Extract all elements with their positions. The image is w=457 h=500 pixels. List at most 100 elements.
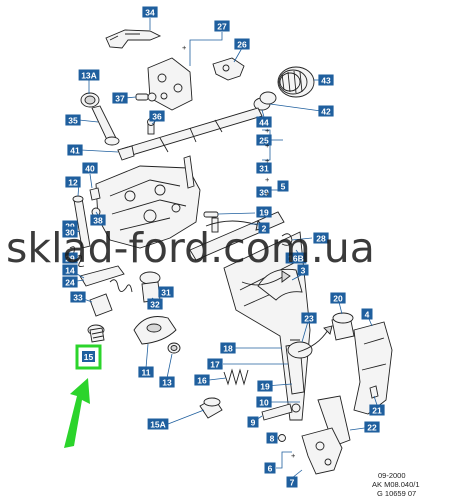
- callout-number: 5: [281, 182, 286, 192]
- callout-number: 16B: [288, 254, 304, 264]
- callout-26: 26: [234, 38, 250, 50]
- callout-5: 5: [277, 180, 289, 192]
- callout-number: 36: [152, 112, 162, 122]
- callout-number: 26: [237, 40, 247, 50]
- callout-3: 3: [297, 264, 309, 276]
- callout-13: 13: [159, 376, 175, 388]
- plus-marker: +: [265, 156, 270, 165]
- callout-11: 11: [138, 366, 154, 378]
- callout-31: 31: [256, 162, 272, 174]
- plus-marker: +: [182, 43, 187, 52]
- callout-box: [158, 286, 174, 298]
- callout-number: 16: [197, 376, 207, 386]
- callout-box: [149, 110, 165, 122]
- bracket-markers: + + + + + + +: [182, 43, 296, 460]
- callout-box: [62, 252, 78, 264]
- drawing-info: 09-2000 AK M08.040/1 G 10659 07: [372, 471, 420, 498]
- callout-14: 14: [62, 264, 78, 276]
- callout-44: 44: [256, 116, 272, 128]
- callout-box: [318, 74, 334, 86]
- callout-box: [214, 20, 230, 32]
- callout-box: [78, 69, 100, 81]
- callout-number: 11: [142, 368, 151, 378]
- callout-number: 24: [65, 278, 75, 288]
- callout-16: 16: [194, 374, 210, 386]
- callout-number: 4: [365, 310, 370, 320]
- callout-number: 6: [268, 464, 273, 474]
- callout-4: 4: [361, 308, 373, 320]
- callout-13A: 13A: [78, 69, 100, 81]
- callout-box: [257, 380, 273, 392]
- highlight-box: [75, 344, 102, 370]
- callout-box: [207, 358, 223, 370]
- callout-number: 15: [84, 352, 94, 362]
- callout-37: 37: [112, 92, 128, 104]
- callout-number: 10: [259, 398, 269, 408]
- callout-box: [264, 462, 276, 474]
- callout-box: [147, 298, 163, 310]
- green-arrow-icon: [64, 378, 90, 448]
- callout-20: 20: [330, 292, 346, 304]
- callout-38: 38: [90, 214, 106, 226]
- callout-12: 12: [65, 176, 81, 188]
- callout-box: [62, 220, 78, 232]
- callout-box: [286, 476, 298, 488]
- callout-19: 19: [257, 380, 273, 392]
- callout-box: [67, 144, 83, 156]
- callout-box: [247, 416, 259, 428]
- callout-43: 43: [318, 74, 334, 86]
- watermark-text: sklad-ford.com.ua: [6, 224, 375, 272]
- callout-24: 24: [62, 276, 78, 288]
- callout-28: 28: [313, 232, 329, 244]
- callout-box: [285, 252, 307, 264]
- callout-number: 9: [251, 418, 256, 428]
- callout-40: 40: [82, 162, 98, 174]
- plus-marker: +: [291, 451, 296, 460]
- callout-9: 9: [247, 416, 259, 428]
- plus-marker: +: [265, 175, 270, 184]
- callout-number: 13: [162, 378, 172, 388]
- callout-box: [258, 222, 270, 234]
- info-date: 09-2000: [378, 471, 406, 480]
- callout-number: 40: [85, 164, 95, 174]
- callout-box: [220, 342, 236, 354]
- callout-box: [82, 351, 95, 362]
- callout-box: [318, 105, 334, 117]
- callout-number: 17: [210, 360, 220, 370]
- callout-box: [364, 421, 380, 433]
- callout-box: [234, 38, 250, 50]
- callout-box: [301, 312, 317, 324]
- callout-box: [159, 376, 175, 388]
- callout-box: [313, 232, 329, 244]
- callout-box: [65, 114, 81, 126]
- callout-box: [62, 264, 78, 276]
- callout-number: 43: [321, 76, 331, 86]
- callout-number: 33: [73, 293, 83, 303]
- callout-box: [70, 291, 86, 303]
- callout-number: 39: [259, 188, 269, 198]
- callout-number: 18: [223, 344, 233, 354]
- callout-25: 25: [256, 134, 272, 146]
- callout-number: 12: [68, 178, 78, 188]
- callout-box: [330, 292, 346, 304]
- plus-marker: +: [265, 189, 270, 198]
- callout-number: 22: [367, 423, 377, 433]
- callout-box: [90, 214, 106, 226]
- callout-35: 35: [65, 114, 81, 126]
- callout-box: [361, 308, 373, 320]
- callout-number: 31: [259, 164, 269, 174]
- callout-34: 34: [142, 6, 158, 18]
- callout-number: 37: [115, 94, 125, 104]
- callout-33: 33: [70, 291, 86, 303]
- callout-box: [369, 404, 385, 416]
- callout-number: 27: [217, 22, 227, 32]
- callout-number: 35: [68, 116, 78, 126]
- callout-box: [65, 176, 81, 188]
- plus-marker: +: [265, 141, 270, 150]
- callout-15A: 15A: [147, 418, 169, 430]
- callout-box: [62, 276, 78, 288]
- callout-number: 29: [65, 254, 75, 264]
- callout-6: 6: [264, 462, 276, 474]
- callout-box: [256, 186, 272, 198]
- callout-number: 23: [304, 314, 314, 324]
